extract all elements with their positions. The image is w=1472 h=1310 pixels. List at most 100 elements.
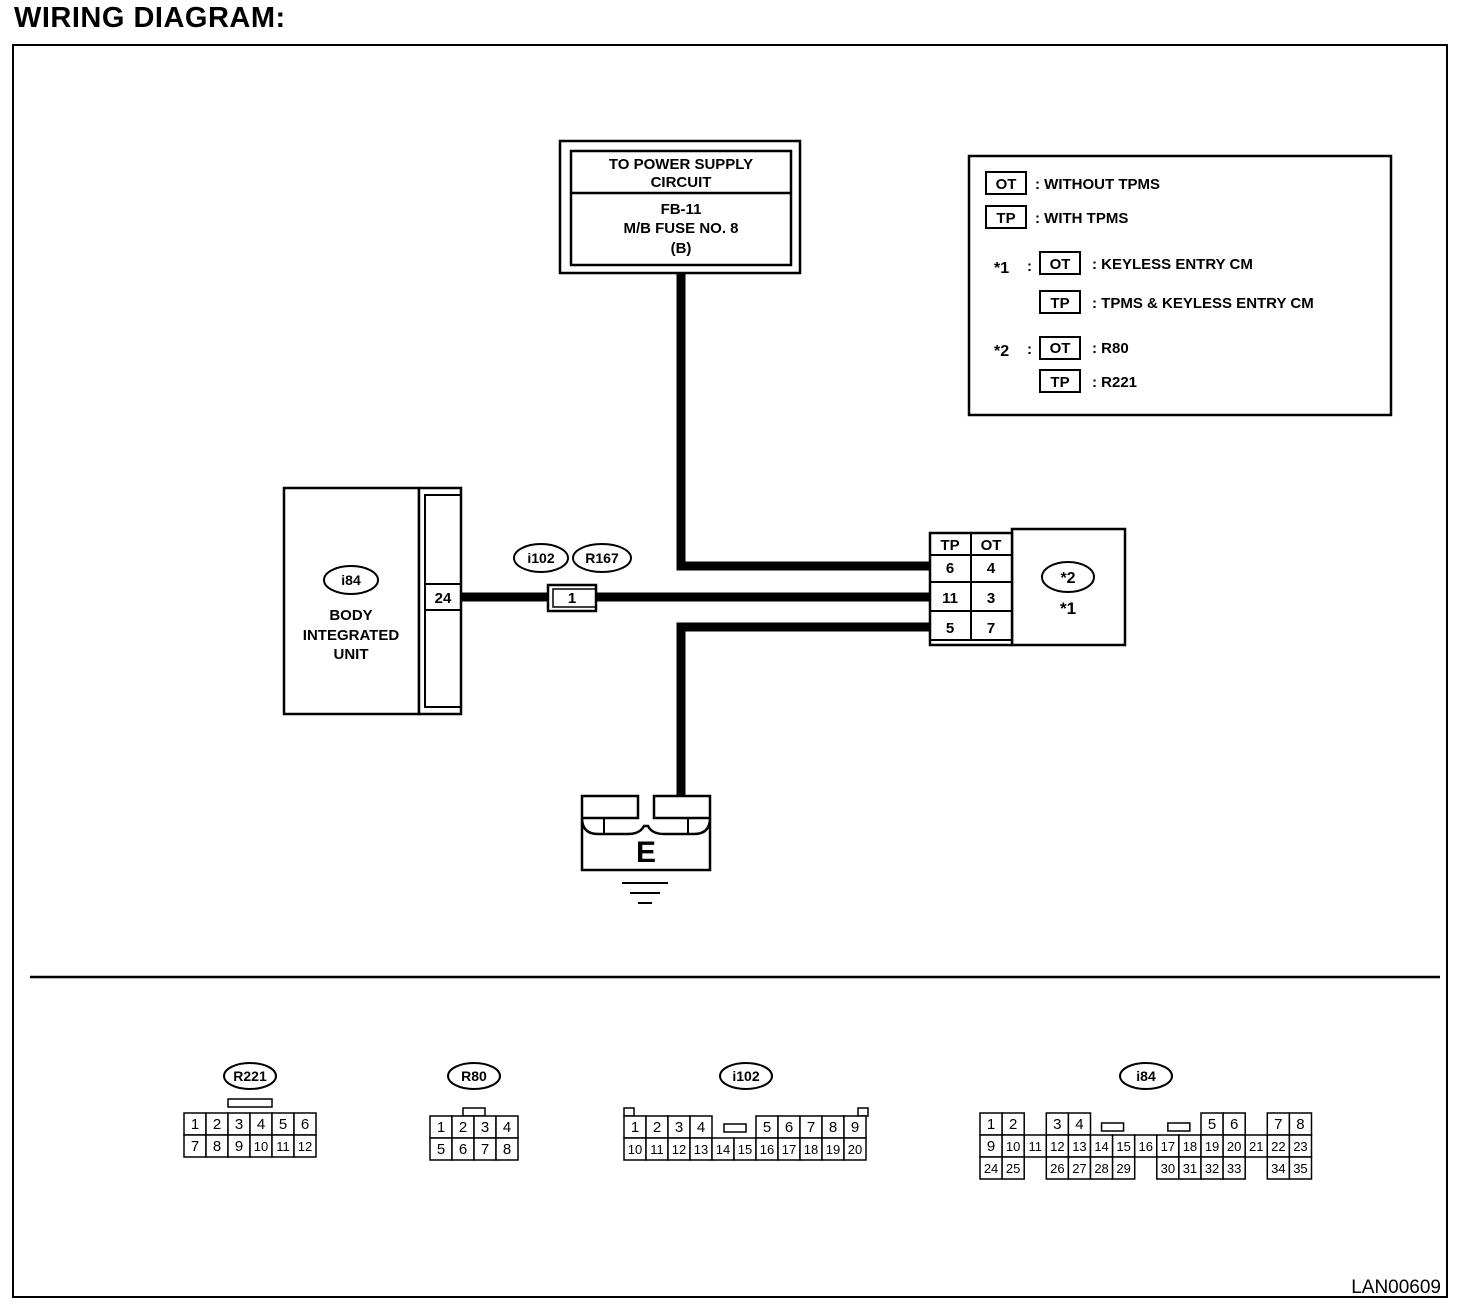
connector-key-tab [1100,1122,1125,1132]
wires [461,272,930,797]
r221-pin-11: 11 [276,1139,290,1154]
page-title: WIRING DIAGRAM: [14,2,286,34]
i102-pin-8: 8 [829,1119,837,1136]
i102-pin-20-cell [843,1137,867,1161]
r221-pin-2: 2 [213,1116,221,1133]
i84-pin-29: 29 [1116,1161,1130,1176]
connector-key-tab [462,1107,486,1117]
r221-pin-8: 8 [213,1138,221,1155]
i102-pin-1: 1 [631,1119,639,1136]
i84-pin-34: 34 [1271,1161,1285,1176]
ground-symbol: E [580,794,712,904]
power-supply-box: TO POWER SUPPLY CIRCUIT FB-11 M/B FUSE N… [558,139,802,275]
i84-pin-17: 17 [1161,1139,1175,1154]
i84-pin-32: 32 [1205,1161,1219,1176]
r221-pin-4: 4 [257,1116,265,1133]
i84-pin-8: 8 [1296,1116,1304,1133]
i84-pin-15: 15 [1116,1139,1130,1154]
i84-pin-13: 13 [1072,1139,1086,1154]
r80-pin-6: 6 [459,1141,467,1158]
body-integrated-unit: 24 i84 BODY INTEGRATED UNIT [282,486,463,716]
i84-pin-18: 18 [1183,1139,1197,1154]
module-pin-tp-6: 6 [946,560,954,577]
legend-star2-tp-code: TP [1050,374,1069,391]
r221-pin-10: 10 [254,1139,268,1154]
connector-key-tab [1167,1122,1191,1132]
legend-star2: *2 [994,343,1009,360]
legend-star1-tp-desc: : TPMS & KEYLESS ENTRY CM [1092,295,1314,312]
legend-star1-tp-code: TP [1050,295,1069,312]
i84-pin-22: 22 [1271,1139,1285,1154]
i84-pin-30: 30 [1161,1161,1175,1176]
r221-pin-6: 6 [301,1116,309,1133]
connector-view-label-r80-ellipse [447,1062,501,1090]
joint-connector: i102 R167 1 [513,543,632,613]
i84-pin-2: 2 [1009,1116,1017,1133]
i102-pin-11: 11 [650,1142,664,1157]
fuse-label-line3: (B) [671,240,692,257]
r221-pin-7: 7 [191,1138,199,1155]
i84-pin-20: 20 [1227,1139,1241,1154]
i84-pin-25: 25 [1006,1161,1020,1176]
r80-pin-8-cell [495,1137,519,1161]
r80-pin-3: 3 [481,1119,489,1136]
legend-colon-2: : [1027,341,1032,358]
i84-pin-33-cell [1222,1156,1246,1180]
joint-pin-1: 1 [568,590,576,607]
legend-star2-ot-desc: : R80 [1092,340,1129,357]
i84-pin-7: 7 [1274,1116,1282,1133]
body-unit-label-line2: INTEGRATED [303,627,400,644]
power-supply-line2: CIRCUIT [651,174,712,191]
diagram-frame [12,44,1448,1298]
i102-pin-4: 4 [697,1119,705,1136]
module-col-tp: TP [940,537,959,554]
legend-star2-ot-code: OT [1050,340,1071,357]
i84-pin-11: 11 [1029,1139,1043,1154]
module-pin-ot-3: 3 [987,590,995,607]
legend-ot-desc: : WITHOUT TPMS [1035,176,1160,193]
i102-pin-12: 12 [672,1142,686,1157]
i84-pin-4: 4 [1075,1116,1083,1133]
legend-tp-code: TP [996,210,1015,227]
connector-view-label-i84-ellipse [1119,1062,1173,1090]
i84-pin-28: 28 [1094,1161,1108,1176]
ground-label: E [636,836,656,869]
i84-pin-9: 9 [987,1138,995,1155]
body-unit-label-line1: BODY [329,607,372,624]
i102-pin-16: 16 [760,1142,774,1157]
i102-pin-14: 14 [716,1142,730,1157]
i102-pin-9: 9 [851,1119,859,1136]
legend-colon-1: : [1027,258,1032,275]
r221-pin-5: 5 [279,1116,287,1133]
i84-pin-31: 31 [1183,1161,1197,1176]
i84-pin-27: 27 [1072,1161,1086,1176]
i102-pin-10: 10 [628,1142,642,1157]
body-unit-label-line3: UNIT [334,646,369,663]
legend-star1: *1 [994,260,1009,277]
i84-pin-21: 21 [1249,1139,1263,1154]
connector-view-label-r80: R80 [461,1068,487,1084]
module-pin-ot-7: 7 [987,620,995,637]
i102-pin-3: 3 [675,1119,683,1136]
i84-pin-26: 26 [1050,1161,1064,1176]
drawing-number: LAN00609 [1351,1277,1441,1298]
connector-view-label-r221: R221 [233,1068,267,1084]
i84-pin-29-cell [1111,1156,1136,1180]
ground-wire [676,622,930,797]
i84-pin-35: 35 [1293,1161,1307,1176]
r80-pin-4: 4 [503,1119,511,1136]
legend-star1-ot-code: OT [1050,256,1071,273]
i84-pin-24: 24 [984,1161,998,1176]
connector-key-tab [723,1123,747,1133]
i102-pin-7: 7 [807,1119,815,1136]
legend-star2-tp-desc: : R221 [1092,374,1137,391]
i102-pin-20: 20 [848,1142,862,1157]
connector-key-tab [623,1107,635,1117]
i84-pin-14: 14 [1094,1139,1108,1154]
i84-pin-10: 10 [1006,1139,1020,1154]
connector-view-label-r221-ellipse [223,1062,277,1090]
r221-pin-9: 9 [235,1138,243,1155]
joint-connector-label-a: i102 [527,550,554,566]
module-pin-tp-5: 5 [946,620,954,637]
